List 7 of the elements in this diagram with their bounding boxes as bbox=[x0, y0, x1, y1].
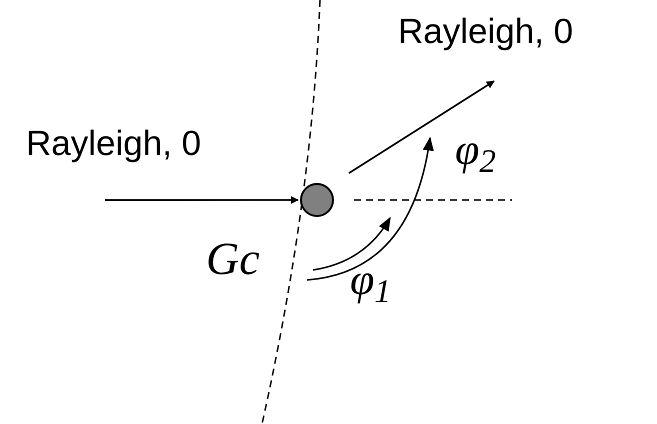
angle-label: φ$_{1}$ bbox=[350, 258, 391, 302]
wave-label: Rayleigh, 0 bbox=[398, 12, 574, 51]
arrow bbox=[348, 80, 495, 174]
wave-label: Rayleigh, 0 bbox=[26, 124, 202, 163]
angle-label: φ$_{2}$ bbox=[455, 128, 496, 172]
arrow bbox=[105, 196, 299, 204]
interface-label: Gc bbox=[206, 236, 260, 282]
